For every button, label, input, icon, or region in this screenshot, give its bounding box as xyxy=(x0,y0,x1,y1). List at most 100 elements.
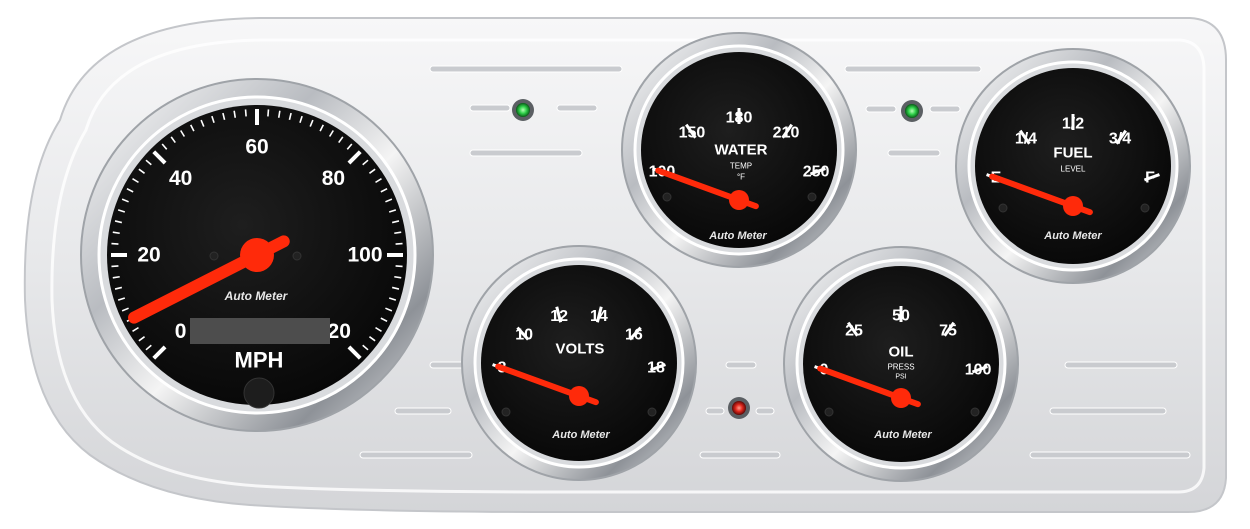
fuel-gauge-title: FUEL xyxy=(1053,145,1092,162)
panel-slot xyxy=(699,451,781,459)
minor-tick xyxy=(161,143,168,150)
minor-tick xyxy=(277,110,281,118)
minor-tick xyxy=(385,307,393,312)
panel-slot xyxy=(1064,361,1178,369)
minor-tick xyxy=(112,231,120,235)
minor-tick xyxy=(388,209,397,213)
water-gauge-title: WATER xyxy=(714,142,767,159)
panel-slot xyxy=(887,149,941,157)
minor-tick xyxy=(388,297,397,301)
oil-needle-hub xyxy=(891,388,911,408)
minor-tick xyxy=(394,275,402,279)
fuel-gauge-subtitle: LEVEL xyxy=(1061,165,1086,174)
volts-tick-label: 14 xyxy=(590,308,608,325)
minor-tick xyxy=(145,159,152,166)
odometer-display xyxy=(190,318,330,344)
major-tick xyxy=(847,321,859,337)
panel-slot xyxy=(429,65,623,73)
oil-tick-label: 100 xyxy=(965,361,992,378)
minor-tick xyxy=(233,110,237,118)
major-tick xyxy=(1115,129,1127,145)
bottom-indicator-light xyxy=(728,397,750,419)
minor-tick xyxy=(309,119,314,127)
minor-tick xyxy=(114,286,123,290)
minor-tick xyxy=(346,143,353,150)
minor-tick xyxy=(211,115,215,124)
panel-slot xyxy=(725,361,757,369)
oil-gauge-subtitle: PRESS xyxy=(887,363,914,372)
volts-gauge-brand: Auto Meter xyxy=(551,429,610,441)
major-tick xyxy=(1019,129,1031,145)
minor-tick xyxy=(375,178,382,184)
major-tick xyxy=(685,123,697,139)
fuel-tick-label: 1/4 xyxy=(1015,130,1037,147)
minor-tick xyxy=(394,231,402,235)
water-gauge-brand: Auto Meter xyxy=(708,230,767,242)
oil-tick-label: 50 xyxy=(892,308,910,325)
oil-gauge-unit: PSI xyxy=(895,374,906,381)
minor-tick xyxy=(180,130,186,137)
water-needle-hub xyxy=(729,190,749,210)
minor-tick xyxy=(126,188,134,193)
volts-tick-label: 16 xyxy=(625,327,643,344)
minor-tick xyxy=(328,130,334,137)
major-tick xyxy=(1143,173,1160,182)
minor-tick xyxy=(362,344,369,351)
panel-slot xyxy=(556,104,598,112)
oil-pressure-gauge: 0255075100 OIL PRESS PSI Auto Meter xyxy=(783,246,1019,482)
major-tick xyxy=(152,150,167,165)
minor-tick xyxy=(170,136,176,144)
minor-tick xyxy=(391,286,400,290)
panel-slot xyxy=(865,105,897,113)
fuel-gauge-brand: Auto Meter xyxy=(1043,230,1102,242)
fuel-tick-label: 3/4 xyxy=(1109,130,1131,147)
major-tick xyxy=(555,306,563,323)
minor-tick xyxy=(380,188,388,193)
minor-tick xyxy=(200,119,205,127)
speedometer-needle-hub xyxy=(240,238,274,272)
volts-tick-label: 12 xyxy=(550,308,568,325)
volts-gauge-title: VOLTS xyxy=(556,341,605,358)
speedometer-tick-label: 0 xyxy=(175,320,187,343)
water-gauge-subtitle: TEMP xyxy=(730,162,752,171)
minor-tick xyxy=(395,265,403,268)
panel-slot xyxy=(429,361,467,369)
major-tick xyxy=(152,345,167,360)
minor-tick xyxy=(138,336,146,342)
odometer-reset-button[interactable] xyxy=(243,377,275,409)
minor-tick xyxy=(319,124,324,132)
water-tick-label: 150 xyxy=(679,124,706,141)
panel-slot xyxy=(394,407,452,415)
panel-slot xyxy=(844,65,982,73)
panel-vents xyxy=(359,65,1191,459)
minor-tick xyxy=(114,220,123,224)
water-gauge-unit: °F xyxy=(737,173,745,182)
speedometer-tick-label: 40 xyxy=(169,167,192,190)
panel-slot xyxy=(755,407,775,415)
major-tick xyxy=(347,150,362,165)
major-tick xyxy=(971,365,988,374)
minor-tick xyxy=(222,112,226,121)
minor-tick xyxy=(117,209,126,213)
panel-slot xyxy=(929,105,961,113)
water-tick-label: 210 xyxy=(773,124,800,141)
center-indicator-light xyxy=(901,100,923,122)
fuel-needle-hub xyxy=(1063,196,1083,216)
minor-tick xyxy=(368,168,376,174)
panel-slot xyxy=(469,149,583,157)
volts-tick-label: 18 xyxy=(647,359,665,376)
volts-needle-hub xyxy=(569,386,589,406)
minor-tick xyxy=(338,136,344,144)
minor-tick xyxy=(299,115,303,124)
minor-tick xyxy=(132,178,139,184)
minor-tick xyxy=(145,344,152,351)
minor-tick xyxy=(132,326,139,332)
panel-slot xyxy=(469,104,511,112)
minor-tick xyxy=(244,109,247,117)
minor-tick xyxy=(380,317,388,322)
minor-tick xyxy=(267,109,270,117)
minor-tick xyxy=(395,242,403,245)
minor-tick xyxy=(111,242,119,245)
speedometer-tick-label: 20 xyxy=(137,244,160,267)
